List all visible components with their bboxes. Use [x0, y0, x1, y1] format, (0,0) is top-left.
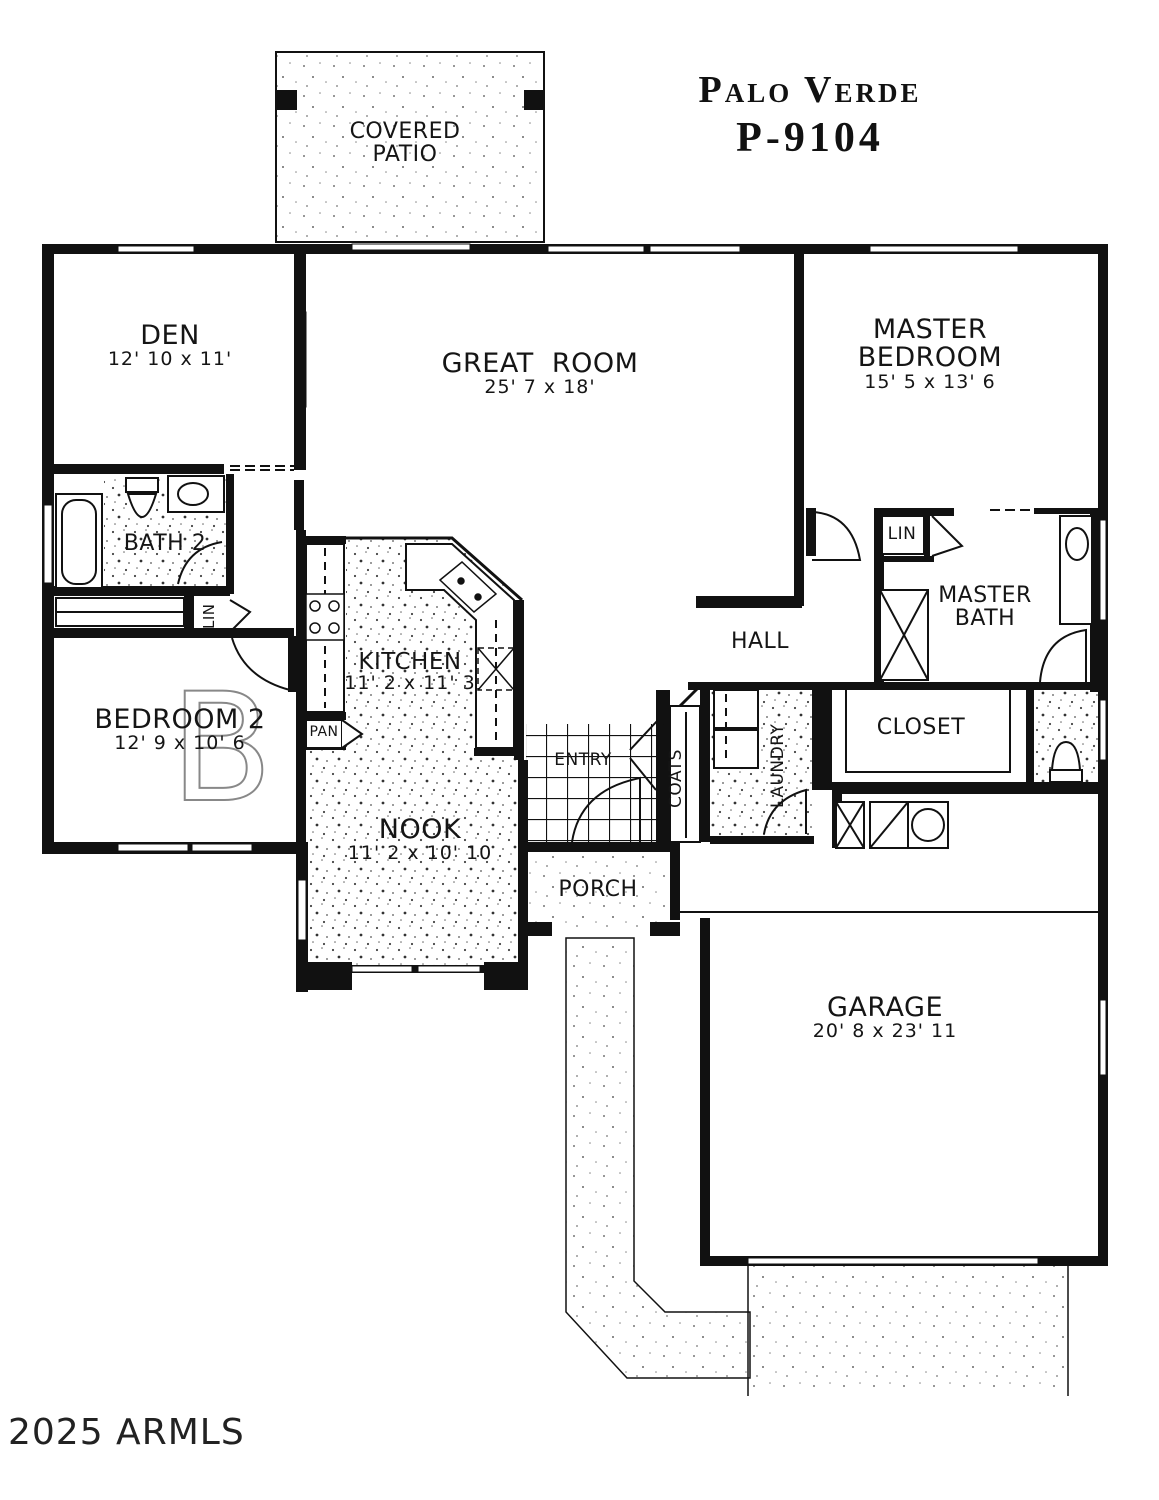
label-covered-patio: COVERED PATIO	[349, 119, 461, 168]
entry-tile-floor	[526, 724, 664, 844]
label-lin-hall: LIN	[200, 603, 218, 629]
label-lin-master: LIN	[887, 524, 917, 544]
label-closet: CLOSET	[876, 715, 966, 740]
door-swing-toilet	[1039, 628, 1087, 683]
model-name: Palo Verde	[698, 69, 922, 111]
driveway	[747, 1264, 1069, 1396]
label-great-room: GREAT ROOM 25' 7 x 18'	[441, 348, 639, 399]
walkway	[565, 937, 751, 1379]
door-swing-bedroom2	[231, 637, 291, 692]
label-pantry: PAN	[309, 724, 339, 740]
label-master-bedroom: MASTER BEDROOM 15' 5 x 13' 6	[857, 314, 1003, 393]
label-bedroom-2: BEDROOM 2 12' 9 x 10' 6	[94, 704, 266, 755]
master-sink-icon	[1059, 515, 1093, 625]
label-entry: ENTRY	[554, 750, 612, 770]
coats-closet	[669, 705, 701, 843]
door-swing-bath2	[177, 541, 223, 585]
door-swing-lin	[229, 599, 252, 631]
sink-icon-kitchen	[438, 561, 498, 613]
toilet-icon-master	[1049, 740, 1083, 783]
label-porch: PORCH	[558, 877, 638, 902]
door-swing-laundry	[763, 788, 807, 835]
dishwasher-icon	[477, 647, 515, 691]
label-coats: COATS	[666, 749, 686, 809]
plan-title: Palo Verde P-9104	[640, 68, 980, 164]
washer-dryer-icon	[713, 689, 759, 769]
watermark: B	[170, 662, 273, 836]
master-lin-closet	[881, 515, 964, 557]
toilet-icon	[125, 477, 159, 518]
bathtub-icon	[55, 493, 103, 589]
stippled-floors	[104, 476, 1098, 965]
label-hall: HALL	[730, 629, 790, 654]
covered-patio-area	[275, 51, 545, 243]
closet-shelf	[845, 690, 1011, 773]
pantry-door	[305, 719, 364, 749]
detail-lines	[230, 465, 1098, 913]
label-kitchen: KITCHEN 11' 2 x 11' 3	[344, 649, 476, 695]
sink-icon	[167, 475, 225, 513]
model-code: P-9104	[736, 115, 884, 161]
label-den: DEN 12' 10 x 11'	[107, 320, 233, 371]
stove-icon	[305, 593, 345, 641]
coat-closet-door	[629, 719, 659, 791]
water-heater-hvac-icons	[835, 801, 949, 849]
label-master-bath: MASTER BATH	[938, 583, 1032, 632]
door-swing-master	[811, 511, 862, 561]
door-swing-entry	[571, 776, 641, 843]
label-bath-2: BATH 2	[123, 531, 207, 556]
label-garage: GARAGE 20' 8 x 23' 11	[812, 992, 958, 1043]
label-nook: NOOK 11' 2 x 10' 10	[347, 814, 493, 865]
copyright-notice: 2025 ARMLS	[8, 1412, 245, 1453]
hall-closet-shelf	[55, 597, 185, 627]
shower-icon	[879, 589, 929, 681]
label-laundry: LAUNDRY	[768, 723, 788, 809]
